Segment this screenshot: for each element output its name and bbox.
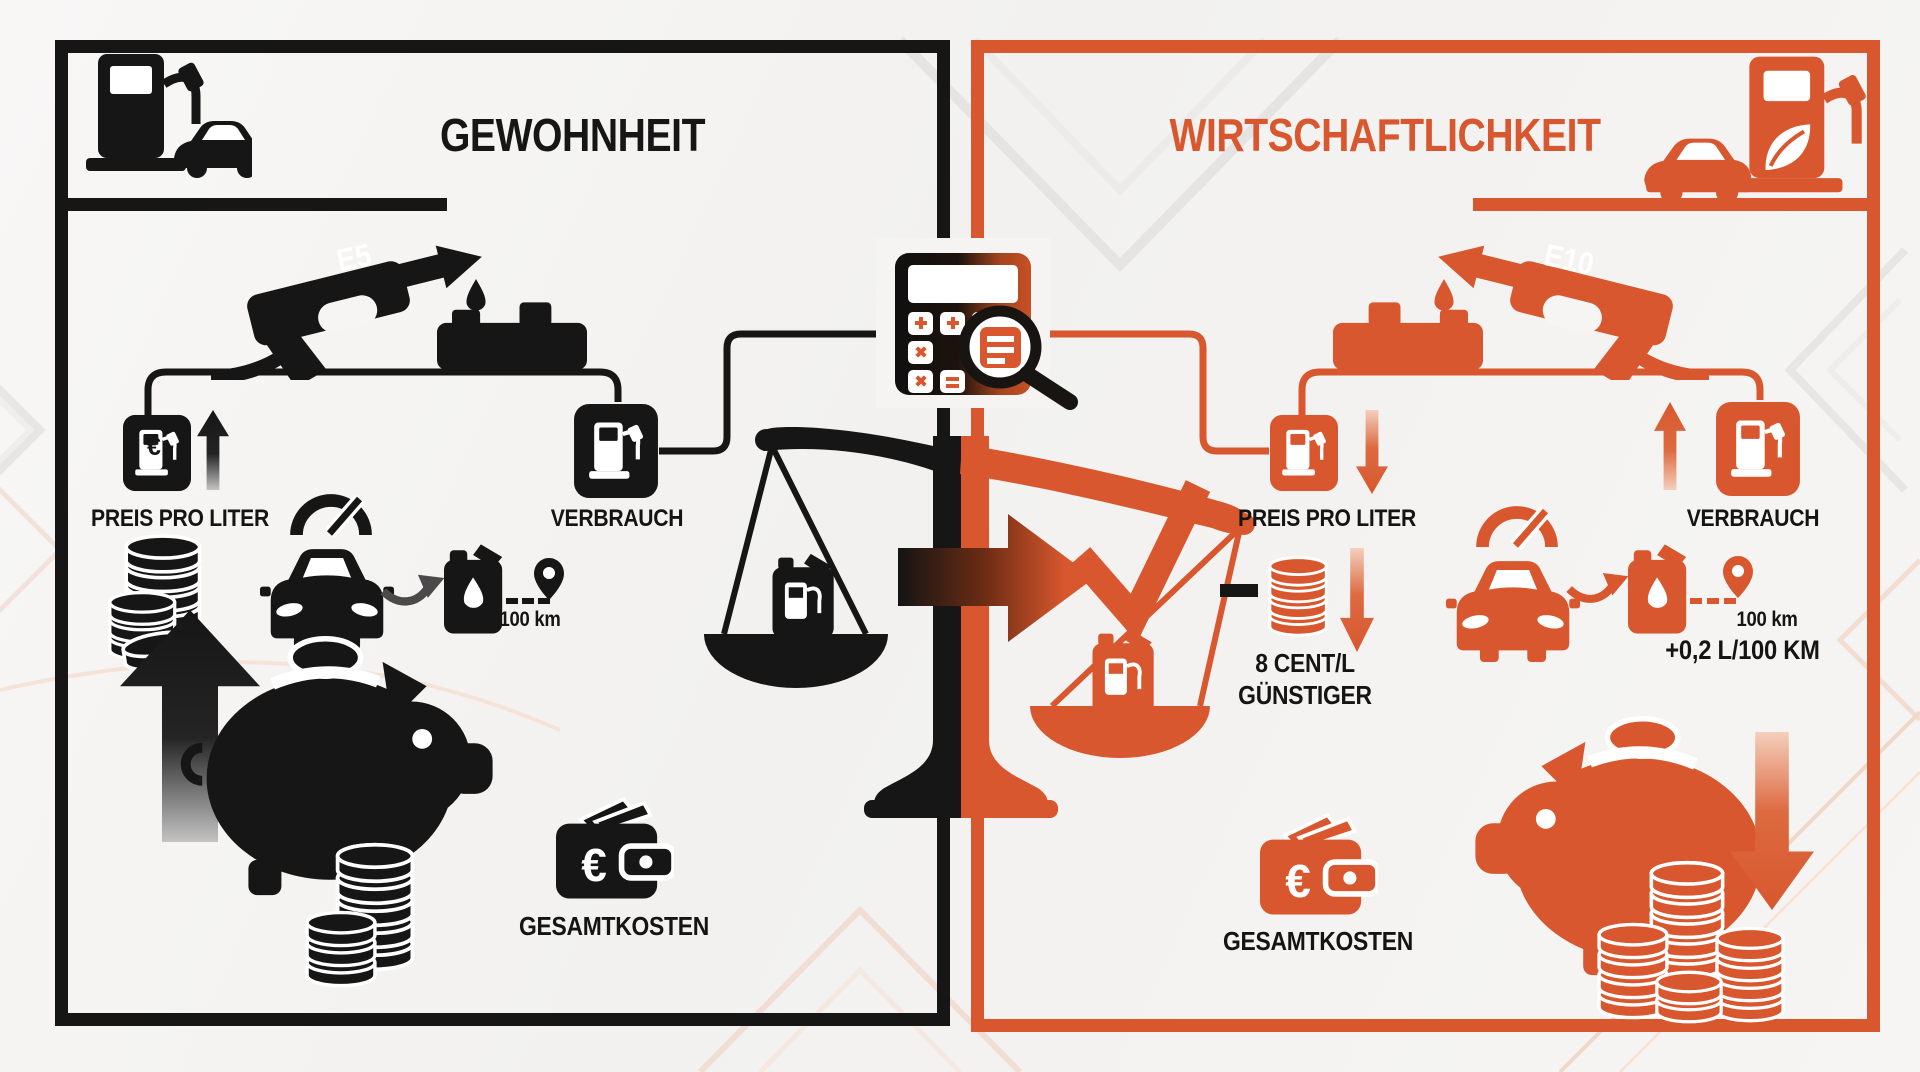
right-total-costs-label: GESAMTKOSTEN <box>1222 926 1414 956</box>
savings-down-arrow-icon <box>1340 548 1374 652</box>
price-note-line1: 8 CENT/L <box>1255 648 1355 678</box>
balance-scale-icon <box>704 427 1255 818</box>
left-header-underline <box>55 198 447 211</box>
calculator-magnifier-icon <box>895 253 1078 410</box>
eco-car-front-icon <box>1446 561 1580 663</box>
consumption-note: +0,2 L/100 KM <box>1665 635 1820 665</box>
eco-curved-arrow-icon <box>1566 556 1630 606</box>
left-distance-label: 100 km <box>499 608 561 631</box>
right-header-underline <box>1473 198 1880 211</box>
left-price-label: PREIS PRO LITER <box>91 505 269 532</box>
scale-canister-left-icon <box>772 551 836 638</box>
euro-symbol-price-tile: € <box>147 433 161 461</box>
left-panel-title: GEWOHNHEIT <box>439 109 706 161</box>
savings-coins-icon <box>1262 552 1336 648</box>
consumption-up-arrow-icon <box>1654 402 1686 490</box>
eco-fuel-station-car-icon <box>1636 46 1884 214</box>
right-price-label: PREIS PRO LITER <box>1238 505 1416 532</box>
euro-symbol-wallet-left: € <box>581 839 607 891</box>
minus-icon <box>1220 584 1258 597</box>
left-consumption-label: VERBRAUCH <box>550 505 684 532</box>
fuel-station-car-icon <box>82 50 252 180</box>
eco-fuel-tank-icon <box>1333 302 1483 370</box>
price-down-arrow-icon <box>1356 410 1388 494</box>
right-distance-label: 100 km <box>1736 608 1798 631</box>
right-panel-title: WIRTSCHAFTLICHKEIT <box>1169 109 1601 161</box>
eco-speedometer-icon <box>1472 492 1562 554</box>
price-up-arrow-icon <box>197 410 229 490</box>
scale-canister-right-icon <box>1092 627 1156 714</box>
consumption-pump-tile-icon <box>574 404 658 498</box>
price-note-line2: GÜNSTIGER <box>1238 680 1372 710</box>
piggy-coins-icon <box>300 842 425 997</box>
left-total-costs-label: GESAMTKOSTEN <box>518 911 710 941</box>
distance-dashed-line <box>506 598 550 604</box>
curved-arrow-icon <box>380 558 446 608</box>
eco-jerrycan-icon <box>1628 544 1687 634</box>
eco-consumption-pump-tile-icon <box>1716 402 1800 496</box>
euro-symbol-wallet-right: € <box>1285 855 1311 907</box>
eco-price-pump-tile-icon <box>1270 414 1338 492</box>
right-consumption-label: VERBRAUCH <box>1686 505 1820 532</box>
speedometer-icon <box>286 480 376 542</box>
costs-down-arrow-icon <box>1730 732 1814 910</box>
fuel-tank-icon <box>437 302 587 370</box>
location-pin-icon <box>534 558 564 600</box>
eco-distance-dashed-line <box>1690 598 1736 604</box>
eco-location-pin-icon <box>1723 556 1753 598</box>
